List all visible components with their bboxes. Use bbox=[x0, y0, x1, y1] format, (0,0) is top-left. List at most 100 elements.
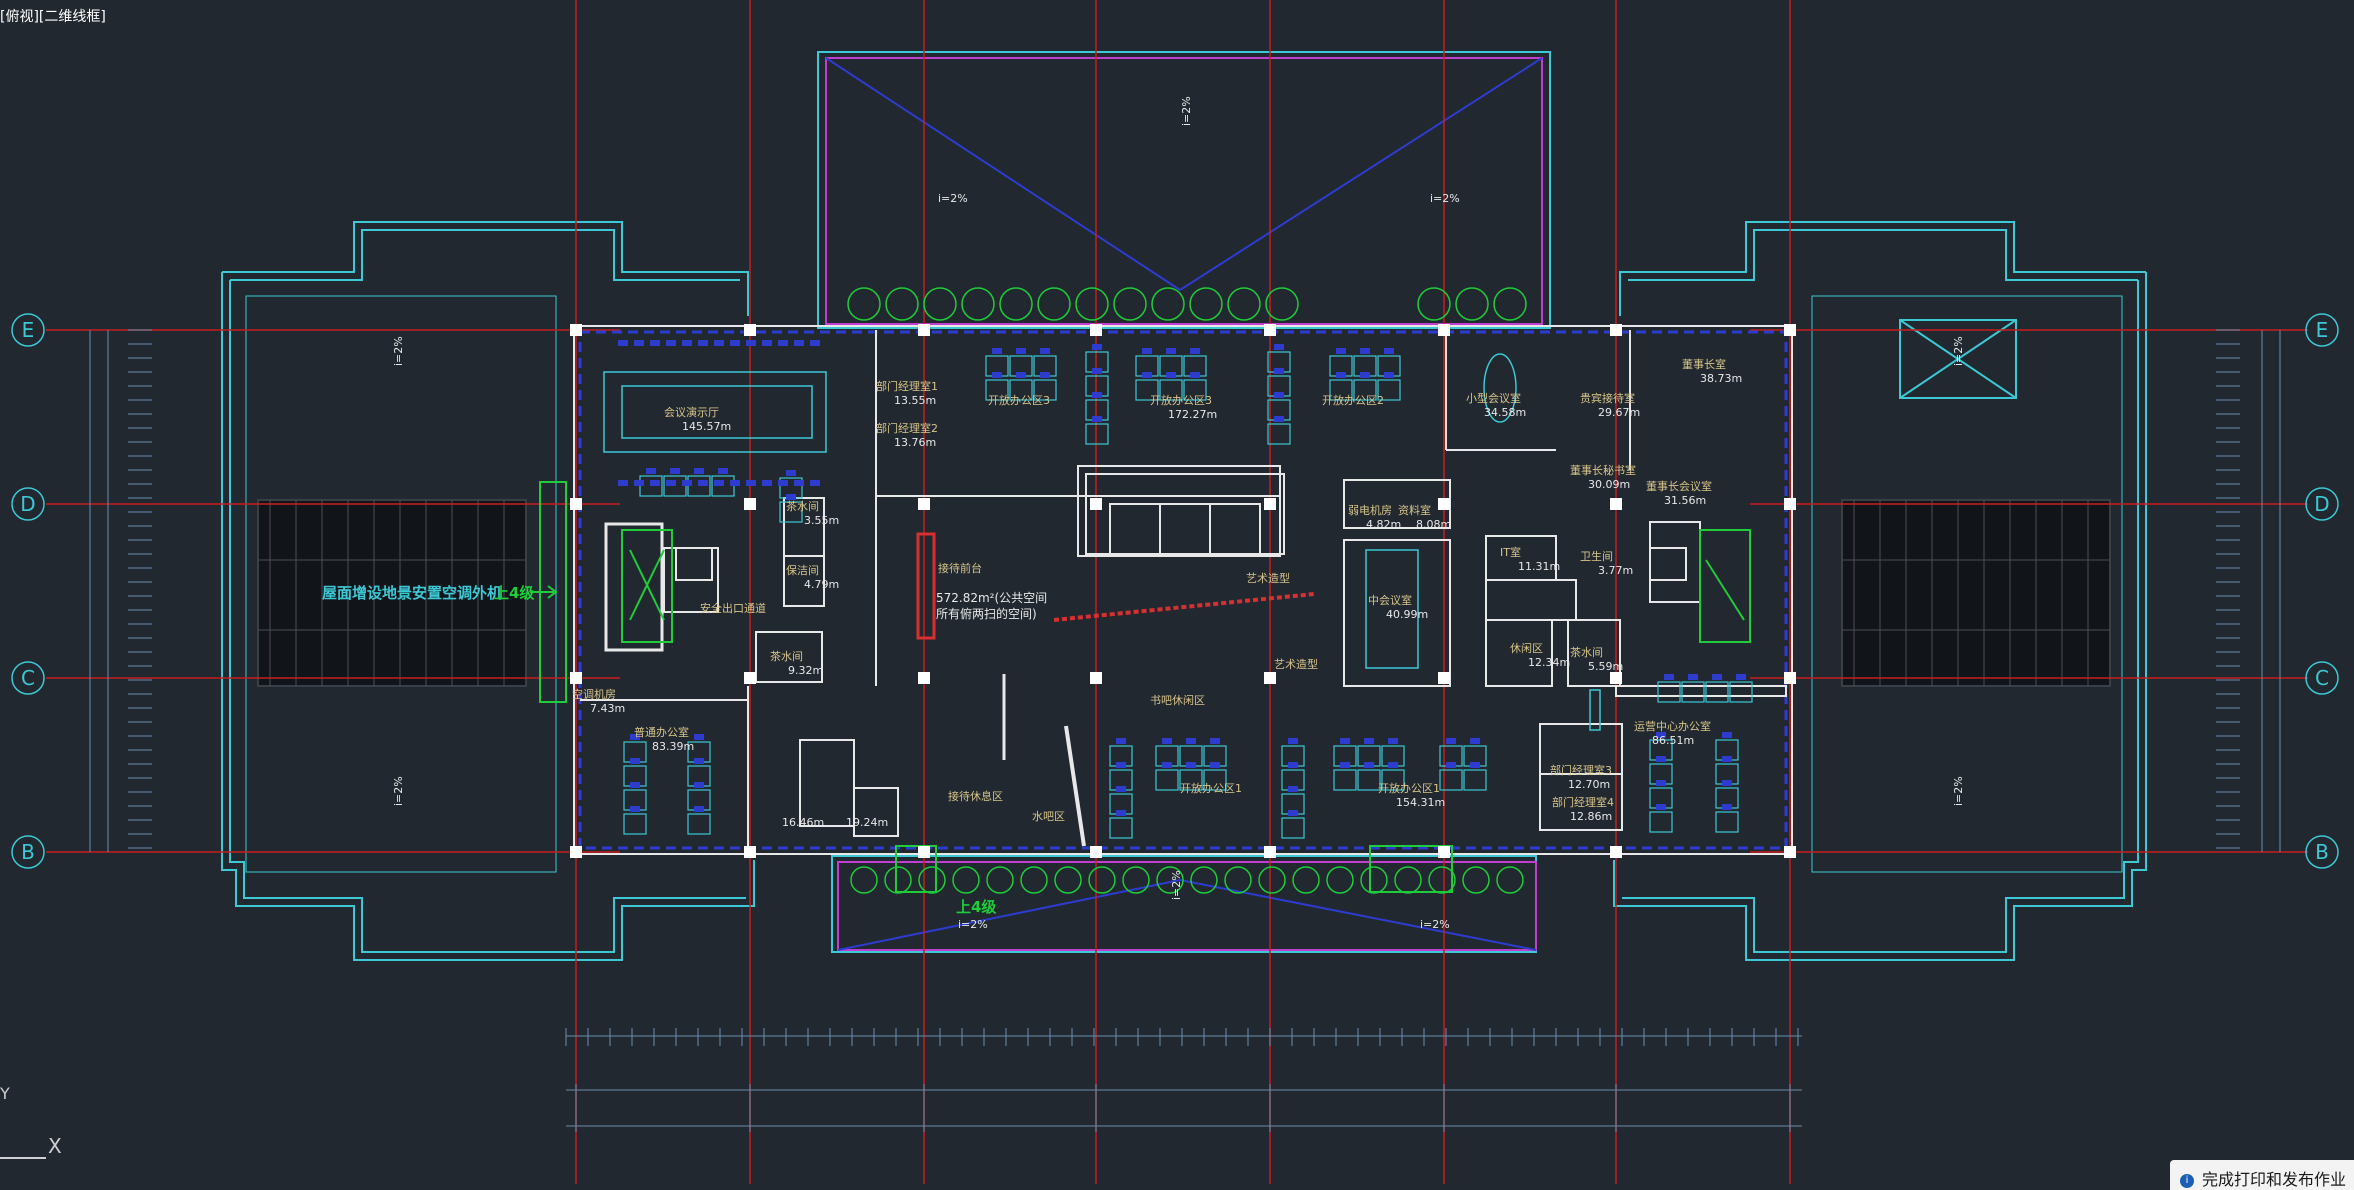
column-marker bbox=[1784, 324, 1796, 336]
tree-symbol bbox=[1054, 866, 1082, 894]
grid-bubble bbox=[11, 835, 45, 869]
room-name: 开放办公区3 bbox=[1150, 393, 1212, 407]
column-marker bbox=[1610, 672, 1622, 684]
desk bbox=[1203, 769, 1227, 791]
planter-trees-top bbox=[847, 287, 1527, 321]
chair bbox=[682, 480, 692, 486]
chair bbox=[1388, 738, 1398, 744]
chair bbox=[630, 758, 640, 764]
chair bbox=[1288, 810, 1298, 816]
tree-symbol bbox=[1462, 866, 1490, 894]
desk bbox=[1649, 811, 1673, 833]
desk bbox=[1681, 681, 1705, 703]
column-marker bbox=[1264, 498, 1276, 510]
chair bbox=[1210, 738, 1220, 744]
chair bbox=[1736, 674, 1746, 680]
chair bbox=[646, 468, 656, 474]
tree-symbol bbox=[1227, 287, 1261, 321]
slope-label: i=2% bbox=[392, 336, 405, 366]
tree-symbol bbox=[999, 287, 1033, 321]
tree-symbol bbox=[1428, 866, 1456, 894]
viewport-label[interactable]: [俯视][二维线框] bbox=[0, 9, 106, 25]
chair bbox=[730, 340, 740, 346]
room-name: 运营中心办公室 bbox=[1634, 719, 1711, 733]
column-marker bbox=[1438, 498, 1450, 510]
desk bbox=[1715, 811, 1739, 833]
desk bbox=[1179, 769, 1203, 791]
ucs-axis-line bbox=[0, 1157, 46, 1159]
room-name: 茶水间 bbox=[1570, 646, 1603, 659]
chair bbox=[1116, 738, 1126, 744]
chair bbox=[630, 734, 640, 740]
column-marker bbox=[570, 846, 582, 858]
room-area: 4.79m bbox=[804, 578, 839, 591]
grid-bubble bbox=[2305, 835, 2339, 869]
room-name: 部门经理室3 bbox=[1550, 763, 1612, 777]
chair bbox=[1116, 762, 1126, 768]
tree-symbol bbox=[1020, 866, 1048, 894]
chair bbox=[1384, 372, 1394, 378]
room-name: 接待休息区 bbox=[948, 789, 1003, 803]
desk bbox=[1155, 769, 1179, 791]
elevator-bank bbox=[675, 473, 1687, 581]
chair bbox=[1092, 416, 1102, 422]
slope-label: i=2% bbox=[938, 192, 968, 205]
room-area: 12.86m bbox=[1570, 810, 1612, 823]
chair bbox=[1142, 348, 1152, 354]
room-name: 茶水间 bbox=[770, 650, 803, 663]
chair bbox=[666, 340, 676, 346]
room-area: 12.70m bbox=[1568, 778, 1610, 791]
desk bbox=[1381, 769, 1405, 791]
chair bbox=[714, 340, 724, 346]
ucs-y-label: Y bbox=[0, 1084, 10, 1103]
chair bbox=[694, 468, 704, 474]
desk bbox=[1281, 817, 1305, 839]
chair bbox=[1092, 344, 1102, 350]
slope-label: i=2% bbox=[1430, 192, 1460, 205]
chair bbox=[1364, 738, 1374, 744]
chair bbox=[698, 340, 708, 346]
chair bbox=[1190, 372, 1200, 378]
chair bbox=[1166, 348, 1176, 354]
chair bbox=[1722, 804, 1732, 810]
room-labels: 会议演示厅145.57m部门经理室113.55m部门经理室213.76m开放办公… bbox=[572, 357, 1742, 829]
room-name: 开放办公区3 bbox=[988, 393, 1050, 407]
room-area: 12.34m bbox=[1528, 656, 1570, 669]
chair bbox=[618, 480, 628, 486]
chair bbox=[794, 480, 804, 486]
roof-note-callout: 屋面增设地景安置空调外机 上4级 上4级 bbox=[322, 584, 997, 916]
chair bbox=[786, 494, 796, 500]
room-name: 接待前台 bbox=[938, 561, 982, 575]
room-name: 开放办公区2 bbox=[1322, 393, 1384, 407]
reception-counter bbox=[916, 532, 1315, 640]
chair bbox=[1142, 372, 1152, 378]
room-name: 空调机房 bbox=[572, 687, 616, 701]
tree-symbol bbox=[1292, 866, 1320, 894]
chair bbox=[1016, 372, 1026, 378]
roof-grille-lines bbox=[258, 500, 2110, 686]
room-area: 8.08m bbox=[1416, 518, 1451, 531]
grid-bubble bbox=[2305, 487, 2339, 521]
tree-symbol bbox=[1156, 866, 1184, 894]
chair bbox=[1722, 732, 1732, 738]
room-area: 13.76m bbox=[894, 436, 936, 449]
chair bbox=[992, 348, 1002, 354]
tree-symbol bbox=[961, 287, 995, 321]
desk bbox=[1159, 379, 1183, 401]
slope-label: i=2% bbox=[1952, 336, 1965, 366]
desk bbox=[1085, 423, 1109, 445]
desk bbox=[1439, 769, 1463, 791]
grid-lines bbox=[46, 0, 2308, 1184]
grid-bubble-label: B bbox=[21, 840, 35, 864]
slope-label: i=2% bbox=[958, 918, 988, 931]
slope-label: i=2% bbox=[1170, 870, 1183, 900]
room-name: 董事长秘书室 bbox=[1570, 463, 1636, 477]
desk bbox=[1009, 379, 1033, 401]
chair bbox=[992, 372, 1002, 378]
column-marker bbox=[1784, 498, 1796, 510]
chair bbox=[670, 468, 680, 474]
room-area: 34.58m bbox=[1484, 406, 1526, 419]
